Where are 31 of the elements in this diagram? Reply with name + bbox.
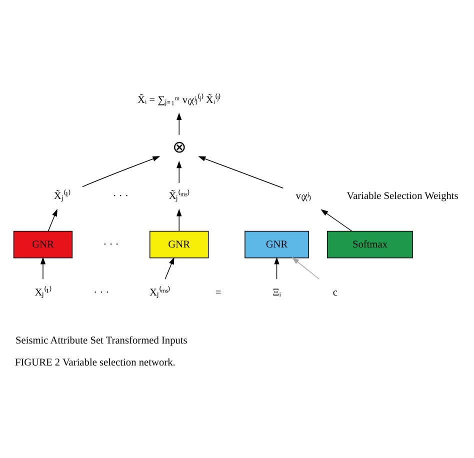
label: Seismic Attribute Set Transformed Inputs	[16, 335, 188, 346]
node-text: Ξᵢ	[272, 287, 281, 298]
arrow	[274, 256, 280, 280]
node-text: Xⱼ⁽ᵐˢ⁾	[150, 287, 170, 298]
arrow	[292, 257, 320, 280]
node-label: Variable Selection Weights	[346, 191, 458, 202]
node-box: Softmax	[327, 230, 413, 258]
arrow	[198, 156, 284, 188]
node-text: c	[332, 287, 338, 298]
node-box: GNR	[244, 230, 309, 258]
label: =	[215, 287, 222, 298]
arrow	[48, 208, 58, 232]
caption: FIGURE 2 Variable selection network.	[14, 357, 176, 368]
arrow	[176, 112, 182, 136]
node-text: X̃ⱼ⁽ᵐˢ⁾	[168, 191, 190, 202]
arrow	[176, 160, 182, 184]
node-text: X̃ⱼ⁽¹⁾	[54, 191, 71, 202]
arrow	[40, 256, 46, 280]
arrow	[176, 208, 182, 232]
node-text: X̃ᵢ = ∑ⱼ₌₁ᵐ v₍χʲ₎⁽ʲ⁾ X̃ᵢ⁽ʲ⁾	[138, 95, 221, 106]
label: · · ·	[94, 287, 110, 298]
label: · · ·	[103, 239, 119, 250]
arrow	[164, 256, 174, 280]
node-text: ⊗	[172, 138, 186, 157]
arrow	[320, 209, 352, 232]
label: · · ·	[112, 191, 128, 202]
node-box: GNR	[13, 230, 73, 258]
arrow	[82, 156, 160, 188]
node-box: GNR	[150, 230, 209, 258]
node-text: v₍χʲ₎	[296, 191, 312, 202]
node-text: Xⱼ⁽¹⁾	[34, 287, 52, 298]
